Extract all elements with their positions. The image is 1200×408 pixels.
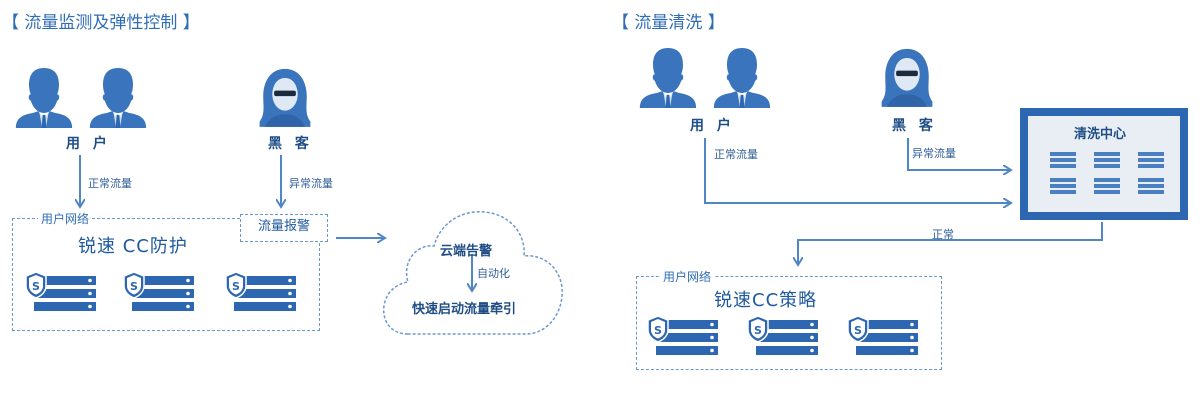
right-abnormal-traffic-label: 异常流量: [912, 147, 956, 160]
left-arrows: [0, 155, 600, 408]
cloud-shape: [382, 211, 563, 335]
right-user-network-box: [636, 276, 942, 370]
server-icon: [646, 314, 718, 362]
left-users-label: 用 户: [66, 136, 111, 152]
left-section-title: 【 流量监测及弹性控制 】: [2, 13, 200, 33]
right-normal-label: 正常: [932, 228, 954, 241]
server-icon: [746, 314, 818, 362]
cloud-auto-label: 自动化: [477, 267, 510, 280]
right-network-box-title: 锐速CC策略: [714, 290, 818, 311]
right-section-title: 【 流量清洗 】: [612, 13, 725, 33]
left-network-box-label: 用户网络: [38, 210, 93, 227]
left-hacker-label: 黑 客: [268, 136, 313, 152]
right-normal-traffic-label: 正常流量: [714, 148, 758, 161]
left-user-network-box: [12, 218, 320, 331]
right-network-box-label: 用户网络: [660, 268, 715, 285]
traffic-alert-label: 流量报警: [257, 219, 310, 234]
left-network-box-title: 锐速 CC防护: [78, 236, 188, 257]
cleaning-center-servers: [1050, 152, 1164, 194]
left-abnormal-traffic-label: 异常流量: [289, 177, 333, 190]
server-icon: [846, 314, 918, 362]
right-users-label: 用 户: [690, 118, 735, 134]
left-normal-traffic-label: 正常流量: [88, 177, 132, 190]
cloud-action-text: 快速启动流量牵引: [412, 302, 517, 317]
traffic-alert-box: 流量报警: [240, 214, 328, 242]
cleaning-center-title: 清洗中心: [1074, 127, 1127, 142]
right-hacker-label: 黑 客: [892, 118, 937, 134]
cloud-alert-text: 云端告警: [440, 244, 493, 259]
